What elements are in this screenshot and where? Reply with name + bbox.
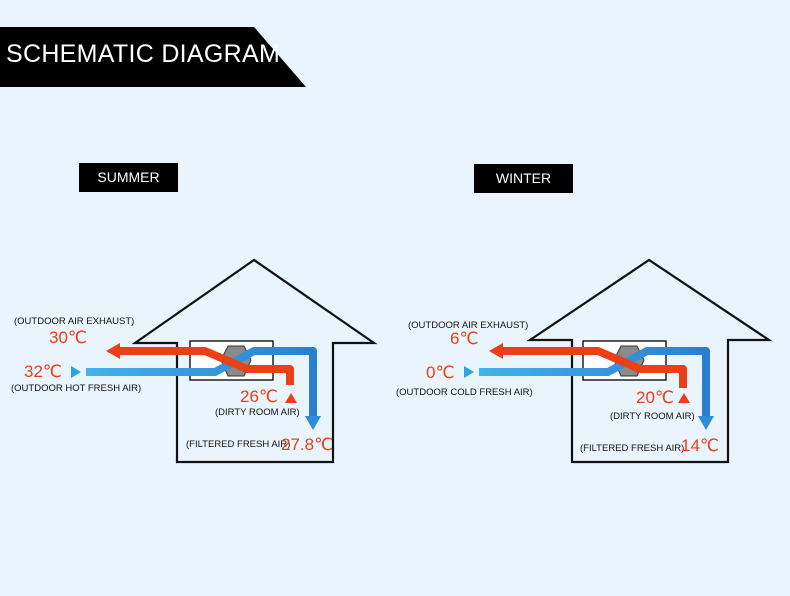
outdoor-exhaust-label: (OUTDOOR AIR EXHAUST) [14,316,135,327]
room-label: (DIRTY ROOM AIR) [215,407,300,418]
fresh-in-temp: 32℃ [24,362,63,381]
summer-diagram: (OUTDOOR AIR EXHAUST) 30℃ 32℃ (OUTDOOR H… [11,258,378,464]
house-outline [131,258,378,464]
fresh-air-arrowhead [305,416,321,430]
outdoor-exhaust-temp: 30℃ [49,328,88,347]
outdoor-exhaust-label: (OUTDOOR AIR EXHAUST) [408,320,529,331]
winter-house-schematic [479,258,773,464]
fresh-air-path [479,347,710,418]
filtered-label: (FILTERED FRESH AIR) [580,443,685,454]
fresh-in-label: (OUTDOOR HOT FRESH AIR) [11,383,142,394]
page-title: SCHEMATIC DIAGRAM [6,40,281,68]
season-label-winter: WINTER [474,164,573,193]
exhaust-air-arrowhead [106,343,120,359]
fresh-in-temp: 0℃ [426,363,455,382]
filtered-temp: 14℃ [681,436,720,455]
fresh-in-arrow-icon [464,366,474,378]
room-temp: 20℃ [636,388,675,407]
fresh-in-arrow-icon [71,366,81,378]
room-temp: 26℃ [240,387,279,406]
fresh-air-path [86,347,317,418]
summer-house-schematic [86,258,378,464]
filtered-label: (FILTERED FRESH AIR) [186,439,291,450]
room-air-arrow-icon [285,393,297,403]
title-banner [0,27,306,87]
room-label: (DIRTY ROOM AIR) [610,411,695,422]
exhaust-air-path [502,347,687,388]
house-outline [526,258,773,464]
outdoor-exhaust-temp: 6℃ [450,329,479,348]
room-air-arrow-icon [678,393,690,403]
fresh-in-label: (OUTDOOR COLD FRESH AIR) [396,387,533,398]
exhaust-air-arrowhead [489,343,503,359]
exhaust-air-path [118,347,294,385]
winter-diagram: (OUTDOOR AIR EXHAUST) 6℃ 0℃ (OUTDOOR COL… [395,0,790,596]
filtered-temp: 27.8℃ [281,435,334,454]
season-label-summer: SUMMER [79,163,178,192]
fresh-air-arrowhead [698,416,714,430]
